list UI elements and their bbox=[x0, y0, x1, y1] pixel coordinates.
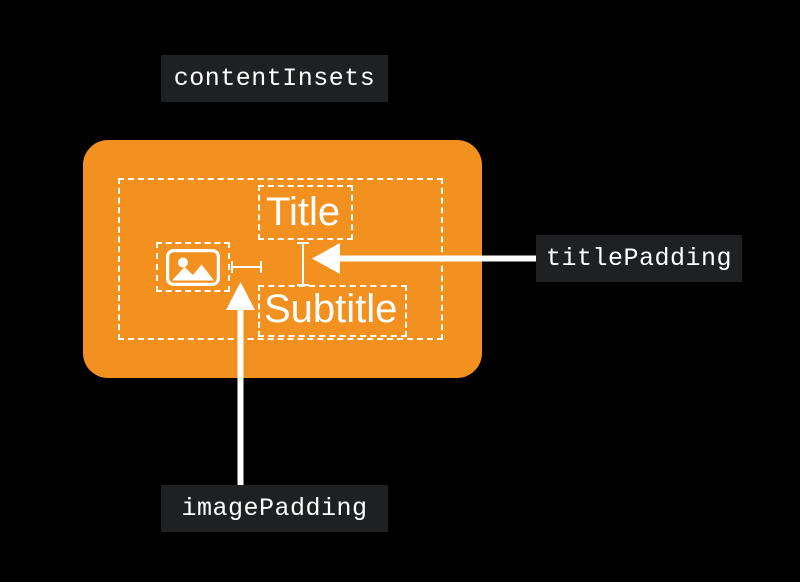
photo-icon bbox=[166, 249, 220, 286]
image-guide-box bbox=[156, 242, 230, 292]
card-title: Title bbox=[266, 190, 341, 234]
label-title-padding: titlePadding bbox=[536, 235, 742, 282]
image-padding-measure-bar bbox=[231, 261, 262, 273]
label-image-padding: imagePadding bbox=[161, 485, 388, 532]
subtitle-guide-box bbox=[258, 285, 407, 337]
card-subtitle: Subtitle bbox=[264, 287, 398, 331]
title-guide-box bbox=[258, 185, 353, 240]
label-content-insets: contentInsets bbox=[161, 55, 388, 102]
title-padding-measure-bar bbox=[297, 242, 309, 286]
